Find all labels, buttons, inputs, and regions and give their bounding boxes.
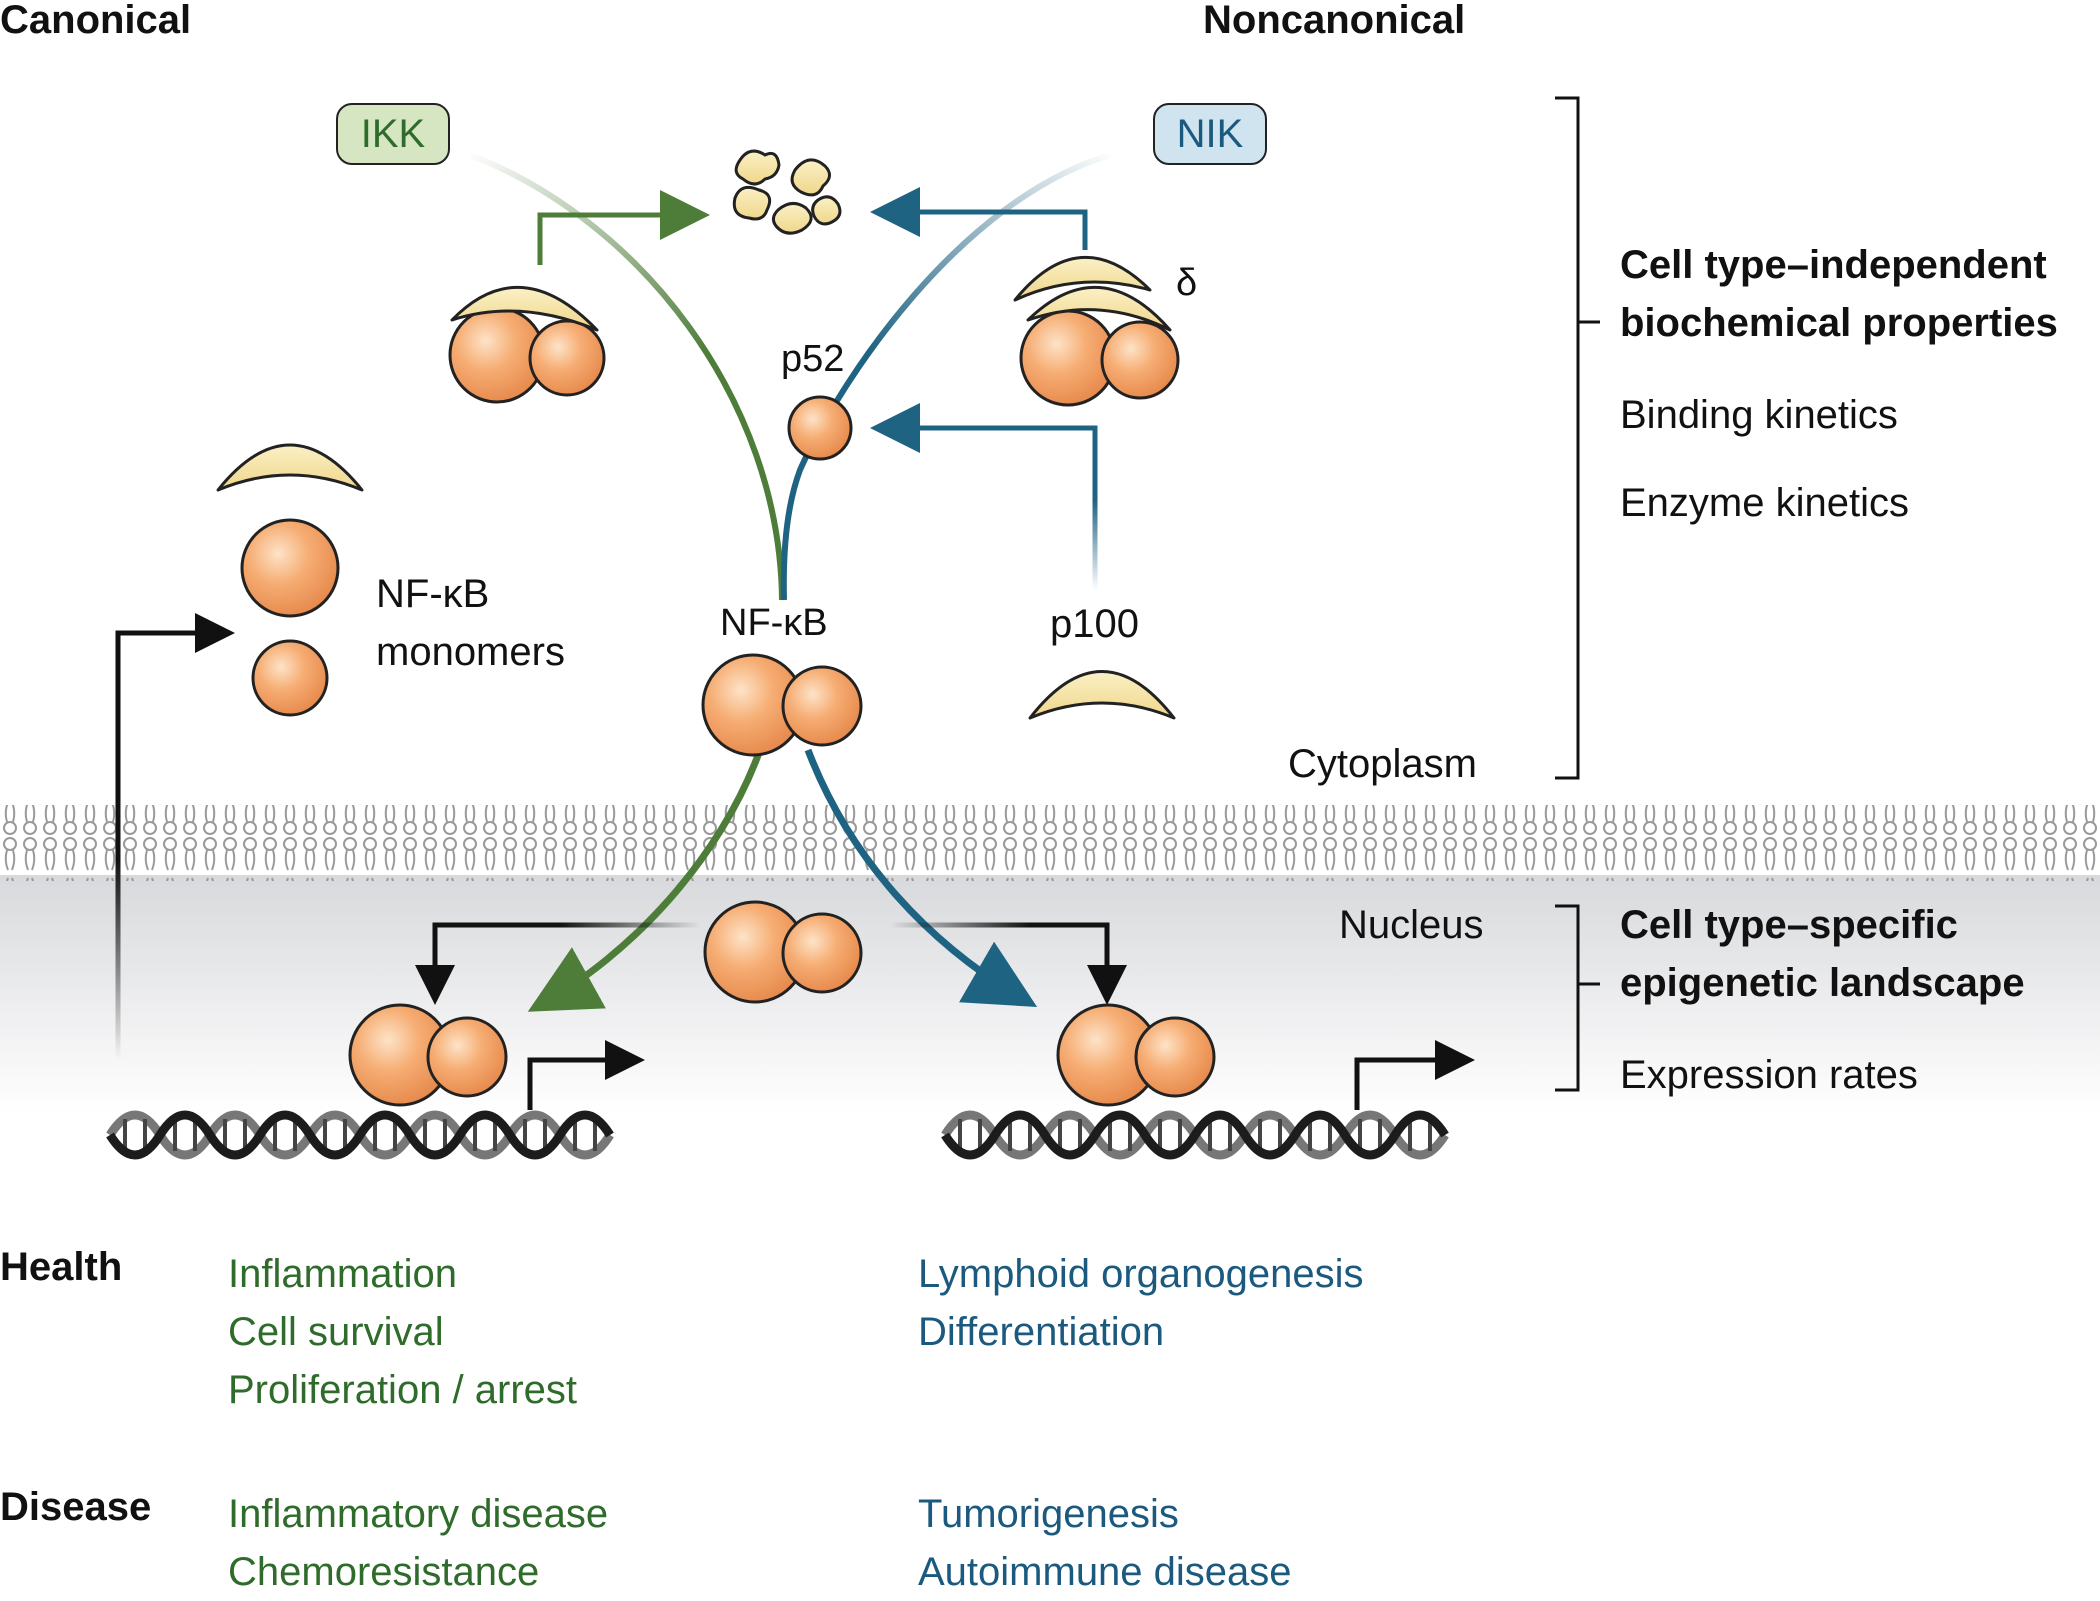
list-item: Differentiation — [918, 1310, 1165, 1354]
nfkb-monomers — [216, 443, 364, 717]
biochemical-title-line1: Cell type–independent — [1620, 243, 2047, 287]
epigenetic-title-line2: epigenetic landscape — [1620, 961, 2025, 1005]
list-item: Lymphoid organogenesis — [918, 1252, 1364, 1296]
expression-rates-label: Expression rates — [1620, 1053, 1918, 1097]
ikk-ikb-complex — [448, 286, 606, 404]
list-item: Tumorigenesis — [918, 1492, 1179, 1536]
ikk-kinase-badge: IKK — [336, 103, 450, 165]
list-item: Inflammation — [228, 1252, 457, 1296]
dna-helix-left — [110, 1115, 610, 1155]
nuclear-membrane — [0, 805, 2100, 881]
nucleus-label: Nucleus — [1339, 903, 1484, 947]
disease-label: Disease — [0, 1485, 152, 1529]
cytoplasm-label: Cytoplasm — [1288, 742, 1477, 786]
canonical-health-list: Inflammation Cell survival Proliferation… — [228, 1245, 577, 1419]
monomers-label-line2: monomers — [376, 630, 565, 674]
ikk-degradation-arrow — [537, 190, 710, 265]
list-item: Inflammatory disease — [228, 1492, 609, 1536]
transcription-arrow-right — [1354, 1040, 1475, 1110]
list-item: Proliferation / arrest — [228, 1368, 578, 1412]
binding-kinetics-label: Binding kinetics — [1620, 393, 1898, 437]
biochemical-title-line2: biochemical properties — [1620, 301, 2058, 345]
delta-label: δ — [1176, 262, 1198, 304]
dna-helix-right — [945, 1115, 1445, 1155]
health-label: Health — [0, 1245, 123, 1289]
nfkb-dimer-dna-left — [348, 1003, 508, 1107]
degraded-ikb-fragments — [732, 149, 842, 235]
nik-kinase-badge: NIK — [1153, 103, 1267, 165]
noncanonical-health-list: Lymphoid organogenesis Differentiation — [918, 1245, 1364, 1361]
transcription-arrow-left — [527, 1040, 645, 1110]
nucleus-region — [0, 875, 2100, 1115]
dimer-right-arrow — [890, 922, 1127, 1005]
p100-protein — [1028, 670, 1176, 720]
canonical-header: Canonical — [0, 0, 192, 42]
canonical-disease-list: Inflammatory disease Chemoresistance — [228, 1485, 608, 1601]
canonical-pathway-arc — [468, 152, 785, 601]
feedback-arrow — [115, 613, 235, 1060]
p100-label: p100 — [1050, 602, 1139, 646]
list-item: Chemoresistance — [228, 1550, 540, 1594]
bracket-biochemical — [1555, 96, 1600, 780]
nfkb-dimer-dna-right — [1056, 1003, 1216, 1107]
nfkb-dimer-cytoplasm — [701, 653, 863, 757]
nik-ikbdelta-complex — [1013, 256, 1180, 407]
p100-processing-arrow — [870, 403, 1098, 590]
canonical-nuclear-arrow — [527, 748, 764, 1012]
epigenetic-title-line1: Cell type–specific — [1620, 903, 1958, 947]
nik-degradation-arrow — [870, 187, 1088, 250]
enzyme-kinetics-label: Enzyme kinetics — [1620, 481, 1909, 525]
list-item: Autoimmune disease — [918, 1550, 1292, 1594]
p52-label: p52 — [781, 338, 845, 380]
nfkb-dimer-nucleus — [703, 900, 863, 1004]
nfkb-label: NF-κB — [720, 602, 828, 644]
noncanonical-disease-list: Tumorigenesis Autoimmune disease — [918, 1485, 1292, 1601]
bracket-epigenetic — [1555, 904, 1600, 1092]
list-item: Cell survival — [228, 1310, 444, 1354]
monomers-label-line1: NF-κB — [376, 572, 490, 616]
dimer-left-arrow — [415, 922, 700, 1005]
noncanonical-nuclear-arrow — [804, 748, 1038, 1008]
p52-protein — [787, 395, 853, 461]
noncanonical-header: Noncanonical — [1203, 0, 1466, 42]
